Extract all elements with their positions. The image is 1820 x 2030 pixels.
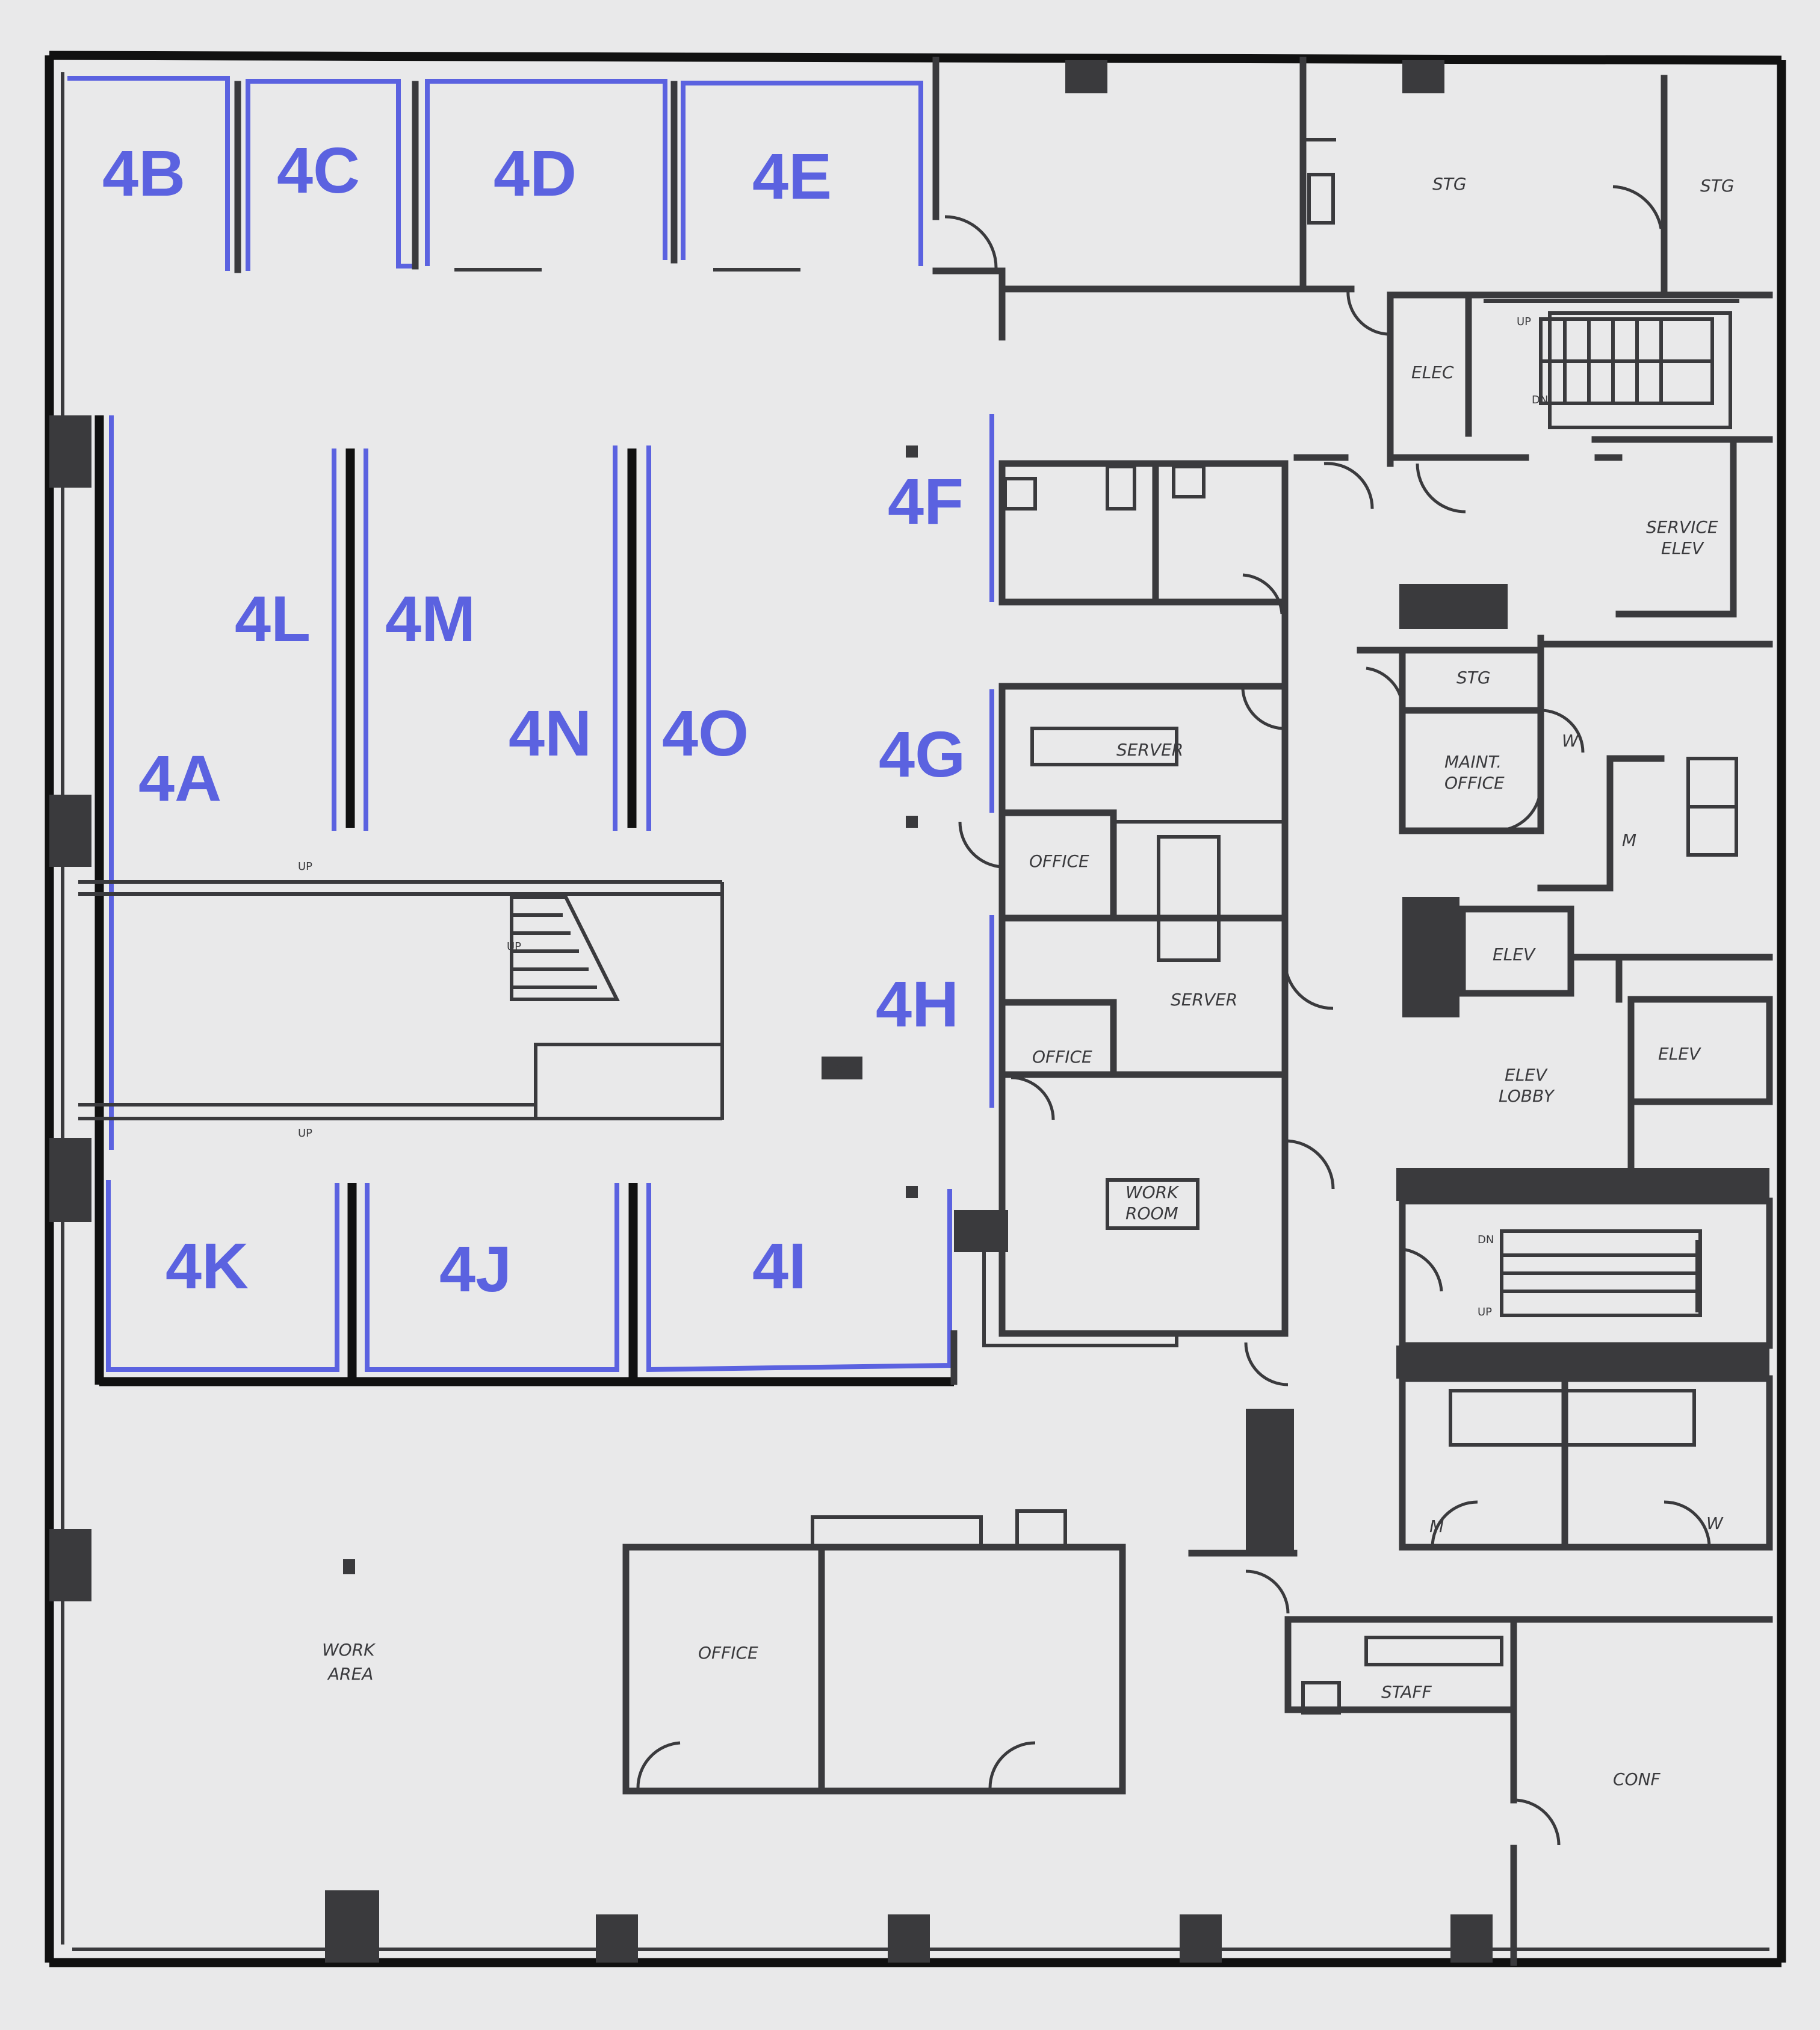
- stair-mark-dn-1: DN: [1532, 394, 1548, 406]
- unit-label-4k: 4K: [166, 1229, 249, 1302]
- core-top-right: [932, 57, 1773, 618]
- room-label-maint-1: MAINT.: [1444, 752, 1502, 772]
- room-label-office-2: OFFICE: [1032, 1047, 1092, 1067]
- room-label-work-room-1: WORK: [1125, 1182, 1180, 1202]
- unit-label-4j: 4J: [439, 1232, 512, 1305]
- room-label-elev-2: ELEV: [1658, 1044, 1701, 1064]
- unit-outlines-top: [67, 76, 923, 273]
- service-stair: [1539, 317, 1714, 405]
- room-label-m-2: M: [1429, 1516, 1444, 1536]
- room-label-work-area-1: WORK: [322, 1640, 376, 1660]
- unit-label-4l: 4L: [235, 582, 311, 655]
- room-label-work-room-2: ROOM: [1125, 1203, 1178, 1223]
- room-label-staff: STAFF: [1381, 1682, 1432, 1702]
- unit-label-4i: 4I: [752, 1229, 806, 1302]
- room-label-elev-lobby-1: ELEV: [1505, 1065, 1548, 1085]
- unit-label-4c: 4C: [277, 134, 360, 206]
- atrium-stair: [78, 880, 862, 1120]
- unit-label-4d: 4D: [494, 137, 577, 210]
- room-labels: STG STG ELEC SERVICE ELEV STG MAINT. OFF…: [322, 174, 1735, 1789]
- column-tag: 100: [826, 1063, 846, 1076]
- stair-marks: UP UP UP UP DN DN UP: [298, 315, 1548, 1318]
- room-label-server-2: SERVER: [1171, 990, 1237, 1010]
- lower-right-rooms: [1284, 1616, 1773, 1966]
- room-label-office-1: OFFICE: [1029, 851, 1089, 871]
- unit-label-4f: 4F: [888, 465, 964, 538]
- room-label-service-elev-2: ELEV: [1661, 538, 1704, 558]
- room-label-stg-3: STG: [1456, 668, 1491, 688]
- room-label-stg-1: STG: [1432, 174, 1467, 194]
- stair-mark-up-3: UP: [298, 1127, 312, 1140]
- room-label-w-2: W: [1706, 1513, 1724, 1533]
- column-markers: [343, 445, 918, 1574]
- room-label-work-area-2: AREA: [327, 1664, 373, 1684]
- room-label-office-3: OFFICE: [698, 1643, 758, 1663]
- room-label-conf: CONF: [1613, 1769, 1661, 1789]
- unit-label-4g: 4G: [879, 718, 965, 790]
- core-right-stack: [1188, 584, 1773, 1557]
- room-label-elev-1: ELEV: [1493, 945, 1536, 964]
- stair-mark-up-1: UP: [298, 860, 312, 873]
- unit-label-4m: 4M: [385, 582, 475, 655]
- room-label-elec: ELEC: [1411, 362, 1454, 382]
- lower-office-block: [622, 1509, 1126, 1795]
- room-label-stg-2: STG: [1700, 176, 1735, 196]
- room-label-server-1: SERVER: [1116, 740, 1183, 760]
- unit-label-4o: 4O: [662, 697, 749, 769]
- unit-label-4e: 4E: [752, 140, 832, 213]
- unit-labels: 4B 4C 4D 4E 4F 4L 4M 4N 4O 4G 4A 4H 4K 4…: [102, 134, 965, 1305]
- stair-mark-up-2: UP: [507, 940, 521, 953]
- unit-label-4a: 4A: [138, 742, 221, 815]
- room-label-service-elev-1: SERVICE: [1646, 517, 1718, 537]
- unit-outlines-middle: [94, 414, 994, 1385]
- stair-mark-up-5: UP: [1478, 1306, 1492, 1318]
- unit-label-4n: 4N: [509, 697, 592, 769]
- door-swings: [636, 185, 1711, 1846]
- room-label-elev-lobby-2: LOBBY: [1499, 1086, 1555, 1106]
- server-office-block: [950, 683, 1289, 1385]
- exterior-walls: [45, 51, 1786, 1967]
- unit-label-4h: 4H: [876, 967, 959, 1040]
- unit-label-4b: 4B: [102, 137, 185, 210]
- room-label-maint-2: OFFICE: [1444, 773, 1505, 793]
- room-label-m-1: M: [1622, 830, 1636, 850]
- unit-outlines-bottom: [99, 1180, 954, 1386]
- stair-mark-up-4: UP: [1517, 315, 1531, 328]
- stair-mark-dn-2: DN: [1478, 1234, 1494, 1246]
- room-label-w-1: W: [1562, 731, 1579, 751]
